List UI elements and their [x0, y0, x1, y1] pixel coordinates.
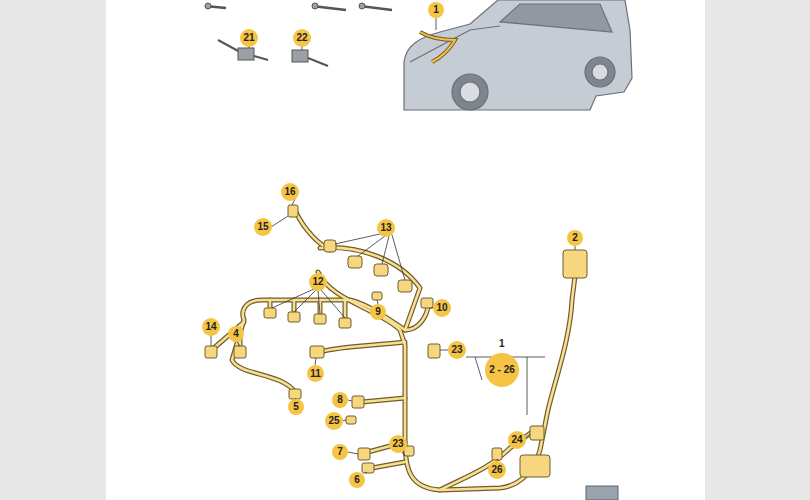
callout-circle: 25: [325, 412, 343, 430]
callout-number: 22: [296, 32, 307, 44]
callout-circle: 10: [433, 299, 451, 317]
margin-band: [0, 0, 106, 500]
callout-circle: 13: [377, 219, 395, 237]
leader-lines: [211, 197, 575, 473]
callout-number: 25: [328, 415, 339, 427]
callout-circle: 11: [307, 365, 324, 382]
callout-number: 1: [499, 338, 505, 350]
callout-circle: 7: [332, 444, 348, 460]
callout-number: 9: [375, 306, 381, 318]
callout-number: 13: [380, 222, 391, 234]
callout-circle: 9: [370, 304, 386, 320]
small-parts: [205, 3, 436, 66]
callout-circle: 22: [293, 29, 311, 47]
callout-number: 12: [312, 276, 323, 288]
callout-number: 21: [243, 32, 254, 44]
callout-circle: 1: [428, 2, 444, 18]
callout-circle: 23: [448, 341, 466, 359]
callout-number: 15: [257, 221, 268, 233]
control-unit: [586, 486, 618, 500]
callout-number: 7: [337, 446, 343, 458]
callout-number: 5: [293, 401, 299, 413]
callout-number: 2 - 26: [489, 364, 515, 376]
callout-circle: 5: [288, 399, 304, 415]
callout-circle: 24: [508, 431, 526, 449]
callout-number: 1: [433, 4, 439, 16]
callout-number: 24: [511, 434, 522, 446]
car-illustration: [404, 0, 632, 110]
callout-number: 6: [354, 474, 360, 486]
callout-number: 4: [233, 328, 239, 340]
callout-circle: 15: [254, 218, 272, 236]
callout-circle: 14: [202, 318, 220, 336]
callout-number: 11: [310, 368, 321, 380]
wire-harness: [214, 208, 575, 490]
callout-circle: 26: [488, 461, 506, 479]
callout-number: 8: [337, 394, 343, 406]
callout-circle: 12: [309, 273, 327, 291]
connector-plugs: [205, 205, 587, 477]
callout-circle: 2 - 261: [485, 353, 519, 387]
callout-number: 23: [392, 438, 403, 450]
callout-circle: 23: [389, 435, 407, 453]
callout-number: 16: [284, 186, 295, 198]
callout-number: 23: [451, 344, 462, 356]
callout-circle: 2: [567, 230, 583, 246]
callout-circle: 21: [240, 29, 258, 47]
callout-number: 10: [436, 302, 447, 314]
callout-circle: 16: [281, 183, 299, 201]
callout-circle: 4: [228, 326, 244, 342]
callout-number: 14: [205, 321, 216, 333]
margin-band: [705, 0, 810, 500]
callout-circle: 8: [332, 392, 348, 408]
callout-number: 2: [572, 232, 578, 244]
callout-number: 26: [491, 464, 502, 476]
callout-circle: 6: [349, 472, 365, 488]
